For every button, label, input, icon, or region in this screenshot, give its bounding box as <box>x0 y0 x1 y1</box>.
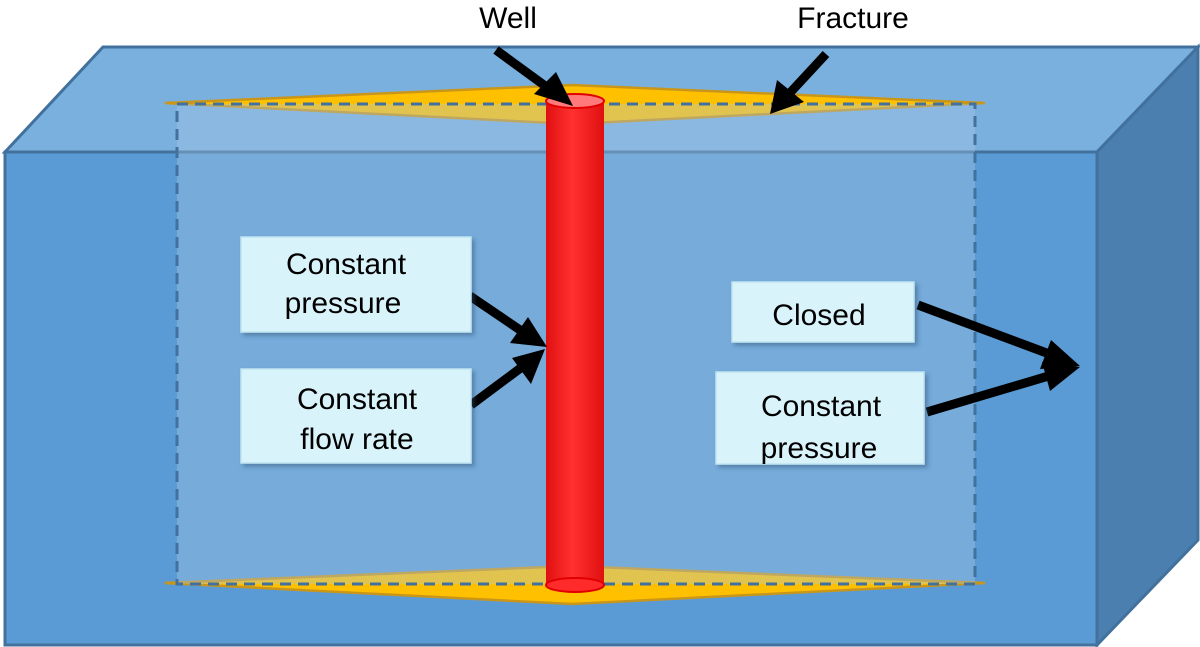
inner-arrow-2 <box>468 349 545 409</box>
outer-arrow-1 <box>916 300 1080 369</box>
inner-box-2-line-1: Constant <box>297 383 418 416</box>
well-body <box>546 101 604 585</box>
outer-boundary-box-2 <box>715 371 925 465</box>
well-cylinder <box>545 93 605 593</box>
inner-boundary-box-2 <box>240 368 472 464</box>
outer-boundary-box-1 <box>731 281 915 343</box>
inner-box-2-line-2: flow rate <box>300 423 413 456</box>
well-bottom-cap <box>545 577 605 593</box>
outer-arrow-2 <box>925 362 1080 417</box>
fracture-arrow <box>770 50 830 114</box>
well-arrow <box>493 46 573 106</box>
inner-arrow-1 <box>467 292 547 347</box>
inner-boundary-box-1 <box>240 236 472 333</box>
outer-box-2-line-2: pressure <box>761 432 878 465</box>
outer-box-1-line-1: Closed <box>772 299 865 332</box>
block-side-face <box>1095 43 1200 647</box>
fracture-label: Fracture <box>797 2 909 35</box>
arrows <box>467 46 1080 417</box>
outer-box-2-line-1: Constant <box>761 390 882 423</box>
inner-box-1-line-2: pressure <box>285 287 402 320</box>
inner-box-1-line-1: Constant <box>286 248 407 281</box>
well-label: Well <box>479 2 537 35</box>
